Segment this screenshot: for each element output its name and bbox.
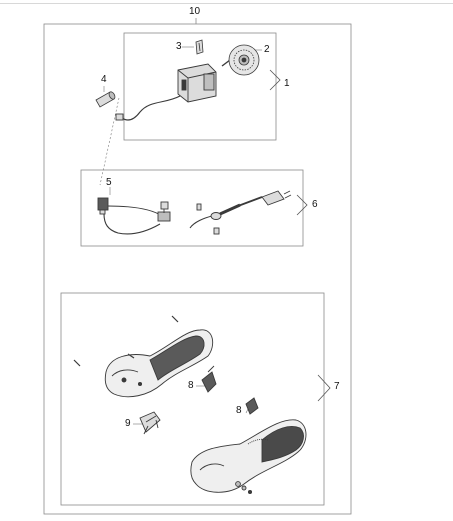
assembly-frame — [43, 18, 352, 515]
callout-clip: 3 — [176, 41, 182, 52]
pad-part-b — [245, 397, 259, 415]
motor-part — [115, 59, 231, 121]
callout-cord-group: 6 — [312, 199, 318, 210]
housing-right-part — [190, 419, 307, 495]
fan-part — [228, 44, 260, 76]
callout-assembly: 10 — [189, 6, 201, 17]
callout-sleeve: 4 — [101, 74, 107, 85]
callout-bracket: 9 — [125, 418, 131, 429]
pad-part-a — [201, 365, 217, 393]
callout-pad-a: 8 — [188, 380, 194, 391]
cord-group-frame — [80, 169, 304, 247]
housing-left-part — [73, 315, 214, 398]
callout-motor-group: 1 — [284, 78, 290, 89]
callout-housing-group: 7 — [334, 381, 340, 392]
motor-group-frame — [123, 32, 277, 141]
callout-fan: 2 — [264, 44, 270, 55]
sleeve-part — [95, 91, 116, 108]
bracket-part — [139, 411, 161, 435]
switch-part — [97, 197, 171, 235]
cord-part — [189, 190, 292, 235]
callout-switch: 5 — [106, 177, 112, 188]
bracket-cord — [296, 194, 308, 216]
bracket-housing — [317, 374, 331, 402]
housing-group-frame — [60, 292, 325, 506]
callout-pad-b: 8 — [236, 405, 242, 416]
top-divider — [0, 3, 453, 4]
clip-part — [195, 39, 204, 55]
bracket-motor — [269, 69, 281, 91]
